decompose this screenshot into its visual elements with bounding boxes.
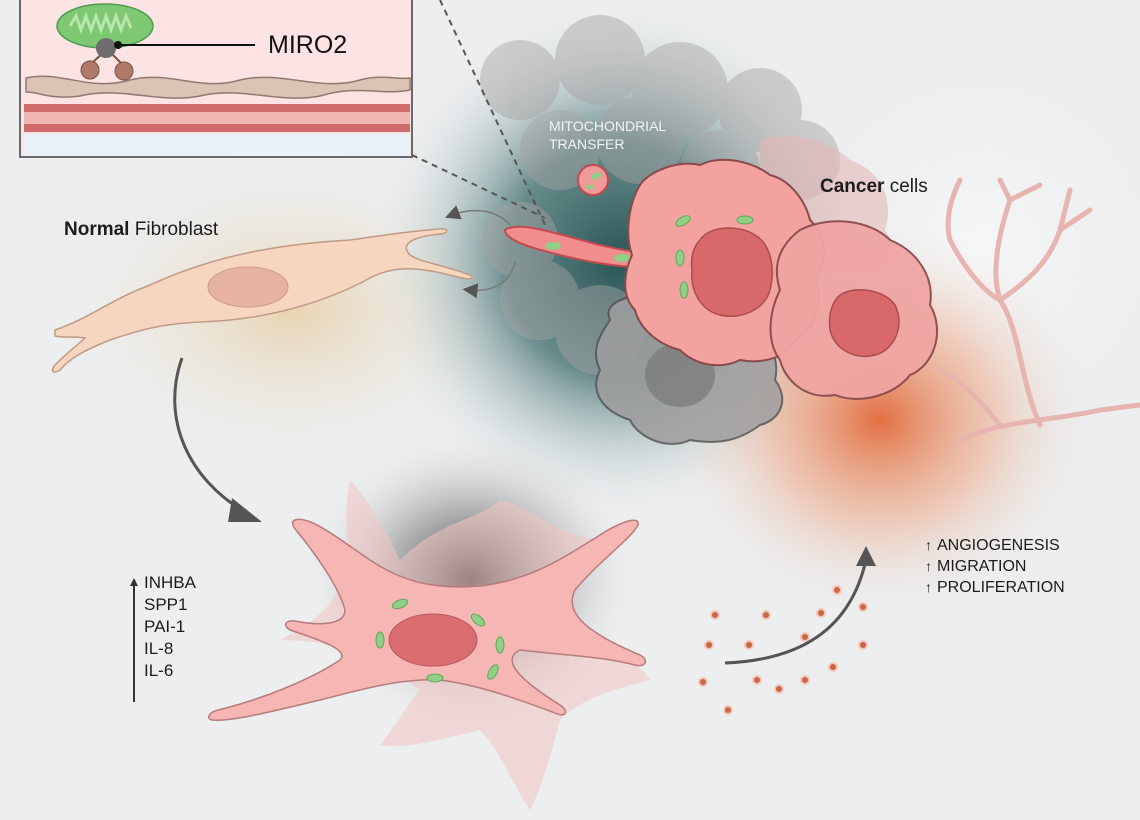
exchange-arrow-down — [462, 261, 516, 299]
normal-fibroblast-nucleus — [207, 266, 289, 308]
effect-label: MIGRATION — [937, 558, 1027, 575]
secreted-factor-dot — [752, 675, 762, 685]
miro2-label: MIRO2 — [268, 31, 348, 59]
secreted-factor-dot — [858, 602, 868, 612]
cancer-cells-label: Cancer cells — [820, 176, 928, 198]
activation-arrowhead — [228, 498, 262, 522]
secreted-factor-dot — [816, 608, 826, 618]
effect-item: ↑ ANGIOGENESIS — [925, 535, 1065, 556]
normal-fibroblast-label-rest: Fibroblast — [129, 219, 219, 240]
zoom-line-2 — [439, 0, 546, 226]
secreted-factors — [698, 585, 868, 715]
marker-item: PAI-1 — [144, 617, 186, 636]
secreted-factor-dot — [800, 675, 810, 685]
mitochondrial-transfer-line-1: MITOCHONDRIAL — [549, 118, 667, 134]
upregulation-arrowhead — [130, 578, 138, 586]
microtubule — [25, 75, 411, 99]
marker-item: IL-8 — [144, 639, 174, 658]
upregulated-markers-list: INHBA SPP1 PAI-1 IL-8 IL-6 — [144, 572, 196, 682]
motor-protein-left — [80, 60, 100, 80]
blood-vessel — [937, 177, 1140, 443]
effect-label: PROLIFERATION — [937, 579, 1065, 596]
cancer-cells-label-rest: cells — [884, 176, 928, 197]
inset-panel — [19, 0, 413, 158]
motor-protein-right — [114, 61, 134, 81]
up-arrow-icon: ↑ — [925, 558, 932, 574]
secreted-factor-dot — [774, 684, 784, 694]
miro2-protein — [96, 38, 116, 58]
mitochondrial-transfer-label: MITOCHONDRIAL TRANSFER — [549, 117, 666, 153]
up-arrow-icon: ↑ — [925, 537, 932, 553]
normal-fibroblast-label-bold: Normal — [64, 219, 130, 240]
secreted-factor-dot — [828, 662, 838, 672]
nanotube-mitochondrion — [545, 242, 561, 250]
secreted-factor-dot — [858, 640, 868, 650]
marker-item: INHBA — [144, 573, 196, 592]
effect-label: ANGIOGENESIS — [937, 537, 1060, 554]
secreted-factor-dot — [698, 677, 708, 687]
secreted-factor-dot — [710, 610, 720, 620]
secreted-factor-dot — [800, 632, 810, 642]
tumor-effects-list: ↑ ANGIOGENESIS ↑ MIGRATION ↑ PROLIFERATI… — [925, 535, 1065, 598]
effect-item: ↑ PROLIFERATION — [925, 577, 1065, 598]
marker-item: IL-6 — [144, 661, 174, 680]
exchange-arrow-up — [445, 205, 511, 226]
up-arrow-icon: ↑ — [925, 579, 932, 595]
activated-fibroblast-mitochondria — [375, 598, 505, 683]
marker-item: SPP1 — [144, 595, 188, 614]
cancer-cells-label-bold: Cancer — [820, 176, 885, 197]
cancer-cell-mitochondria — [675, 215, 754, 299]
cancer-cell-main-nucleus — [690, 227, 773, 317]
secreted-factor-dot — [832, 585, 842, 595]
zoom-line-1 — [411, 154, 546, 219]
normal-fibroblast-label: Normal Fibroblast — [64, 219, 218, 241]
secreted-factor-dot — [744, 640, 754, 650]
transfer-vesicle — [577, 164, 609, 196]
secreted-factor-dot — [704, 640, 714, 650]
activated-fibroblast-nucleus — [388, 613, 478, 667]
secretion-arrow — [724, 559, 868, 665]
secreted-factor-dot — [723, 705, 733, 715]
cancer-cell-right-nucleus — [828, 289, 900, 357]
effect-item: ↑ MIGRATION — [925, 556, 1065, 577]
secreted-factor-dot — [761, 610, 771, 620]
mitochondrial-transfer-line-2: TRANSFER — [549, 136, 625, 152]
activation-arrow — [173, 357, 246, 514]
secretion-arrowhead — [856, 546, 876, 566]
